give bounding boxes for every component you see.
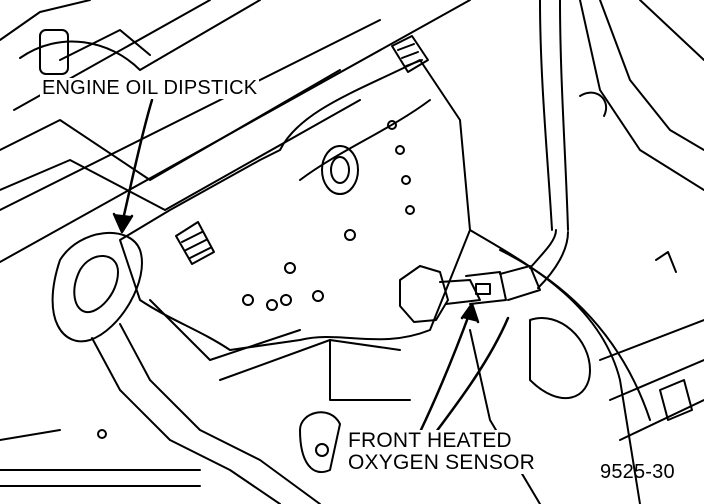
lower-flange [299, 339, 411, 473]
dipstick-arrowhead [112, 212, 134, 234]
sensor-leader-1 [418, 310, 472, 434]
intake-manifold [0, 0, 471, 263]
sensor-leader-2 [434, 316, 510, 434]
leader-lines [112, 98, 510, 434]
exhaust-pipe-and-hoses [469, 0, 704, 504]
sensor-label-line-1: FRONT HEATED [348, 429, 512, 452]
dipstick-leader [120, 98, 154, 226]
front-heated-oxygen-sensor-label: FRONT HEATED OXYGEN SENSOR [346, 429, 537, 475]
sensor-label-line-2: OXYGEN SENSOR [348, 451, 535, 475]
sensor-arrowhead [460, 302, 480, 324]
figure-number: 9525-30 [600, 461, 675, 483]
exhaust-manifold [97, 59, 471, 439]
manifold-bolts [175, 35, 693, 421]
dipstick-tube [0, 231, 321, 504]
engine-oil-dipstick-label: ENGINE OIL DIPSTICK [40, 77, 260, 99]
oxygen-sensor [399, 229, 569, 323]
